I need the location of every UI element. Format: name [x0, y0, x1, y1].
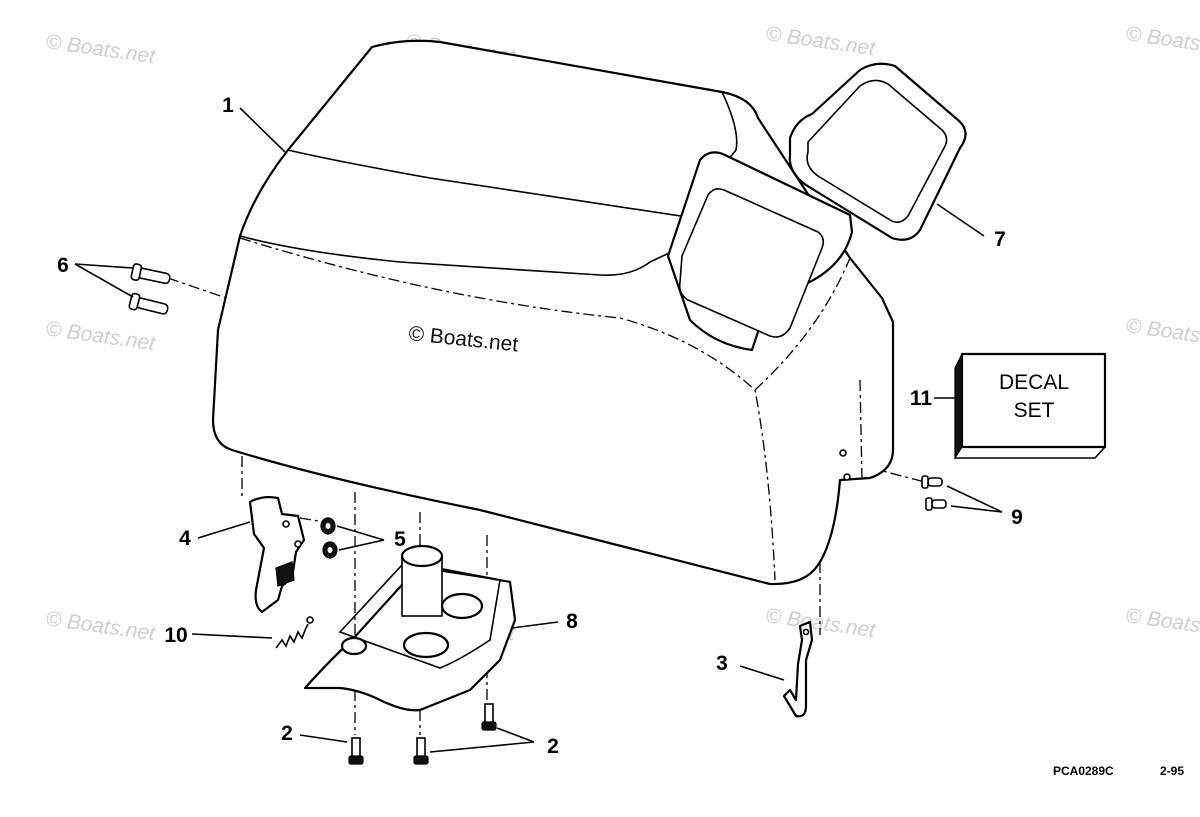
cowl-hidden-edge	[859, 379, 863, 481]
latch-part	[248, 496, 306, 614]
pin	[130, 263, 171, 285]
watermark: © Boats.net	[764, 604, 877, 642]
watermark: © Boats.net	[44, 607, 157, 645]
seal-inner	[806, 79, 948, 224]
clip-part	[782, 620, 814, 718]
watermark: © Boats.net	[44, 30, 157, 68]
latch-hole	[294, 540, 302, 548]
figure-code: PCA0289C	[1053, 764, 1114, 778]
clip-body	[782, 620, 814, 718]
bracket-boss	[340, 636, 368, 656]
leader-line	[239, 107, 286, 153]
leader-line	[336, 525, 385, 541]
latch-hole	[282, 520, 290, 528]
clip-hole	[802, 628, 810, 636]
footer: PCA0289C 2-95	[1053, 764, 1184, 778]
washer-hole	[325, 523, 331, 529]
washer-pair-part	[320, 517, 338, 559]
callout-8: 8	[566, 610, 578, 633]
callout-2: 2	[281, 722, 293, 745]
figure-date: 2-95	[1160, 764, 1184, 778]
latch-body	[248, 496, 306, 614]
rivet-hole	[843, 473, 851, 481]
watermark: © Boats.net	[764, 22, 877, 60]
screw	[413, 737, 429, 765]
leader-line	[946, 485, 1003, 513]
leader-lines	[74, 107, 1003, 753]
bracket-part	[303, 544, 517, 712]
leader-line	[511, 621, 559, 629]
leader-line	[429, 741, 535, 753]
decal-label-line2: SET	[1014, 399, 1055, 422]
motor-cover-part: © Boats.net	[211, 39, 895, 586]
leader-line	[74, 263, 134, 298]
assembly-line	[299, 517, 326, 523]
decal-box-bottom	[955, 446, 1106, 459]
callout-9: 9	[1011, 506, 1023, 529]
latch-grip	[275, 561, 295, 587]
rivet	[921, 475, 943, 489]
assembly-line	[847, 461, 926, 483]
leader-line	[191, 633, 273, 639]
pin	[128, 292, 169, 315]
leader-line	[197, 521, 251, 539]
watermark: © Boats.net	[1124, 604, 1200, 642]
callout-4: 4	[179, 527, 191, 550]
cowl-hidden-edge	[239, 237, 776, 581]
intake-seal-part	[788, 62, 967, 241]
callout-11: 11	[910, 387, 933, 410]
callout-1: 1	[222, 94, 234, 117]
bracket-boss	[402, 631, 450, 659]
leader-line	[338, 539, 385, 551]
spring-part	[275, 616, 314, 649]
decal-box-face	[960, 352, 1107, 449]
leader-line	[496, 727, 535, 743]
watermark: © Boats.net	[44, 317, 157, 355]
watermark: © Boats.net	[1124, 22, 1200, 60]
callout-labels: 1 2 2 2 3 4 5 6 7 8 9 10 11	[57, 94, 1023, 758]
assembly-line	[167, 277, 233, 301]
leader-line	[74, 263, 134, 269]
intake-opening	[678, 188, 825, 338]
callout-10: 10	[164, 624, 187, 647]
decal-set-part: DECAL SET	[954, 352, 1107, 461]
callout-6: 6	[57, 254, 69, 277]
pin-pair-part	[128, 263, 171, 315]
spring-hook	[306, 616, 314, 624]
screw-set-part	[348, 703, 497, 765]
cowl-crease	[721, 91, 738, 161]
callout-2: 2	[547, 735, 559, 758]
leader-line	[299, 734, 348, 743]
screw	[348, 737, 364, 765]
bracket-boss	[440, 592, 484, 620]
bracket-tube-top	[400, 544, 444, 568]
washer-hole	[327, 547, 333, 553]
callout-3: 3	[716, 652, 728, 675]
leader-line	[739, 665, 785, 681]
rivet-pair-part	[921, 475, 947, 511]
rivet	[925, 497, 947, 511]
cowl-top-edge	[239, 209, 761, 277]
watermark: © Boats.net	[1124, 314, 1200, 352]
bracket-top-face	[338, 564, 501, 669]
callout-5: 5	[394, 528, 406, 551]
leader-line	[950, 505, 1003, 513]
rivet-hole	[839, 449, 847, 457]
decal-label-line1: DECAL	[999, 371, 1069, 394]
spring-coil	[275, 623, 309, 649]
leader-line	[936, 203, 985, 237]
callout-7: 7	[994, 228, 1006, 251]
screw	[481, 703, 497, 731]
